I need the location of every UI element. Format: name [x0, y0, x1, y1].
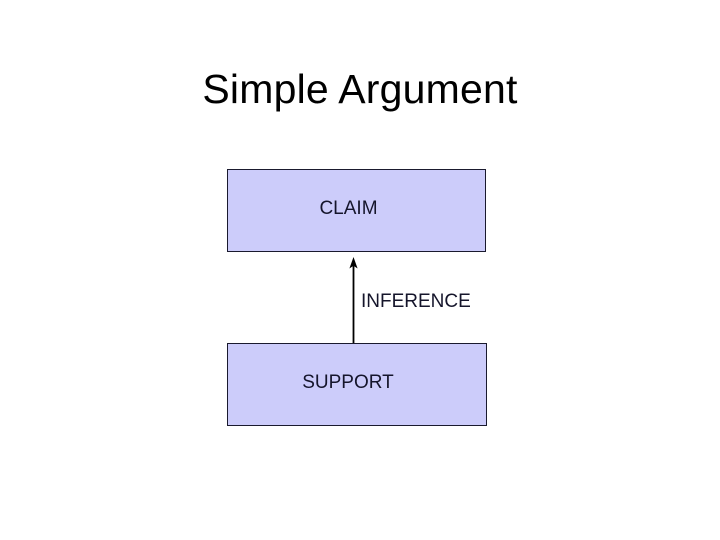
diagram-node-claim — [227, 169, 486, 252]
diagram-node-support — [227, 343, 487, 426]
diagram-node-claim-label: CLAIM — [319, 198, 378, 219]
diagram-edge-inference-label: INFERENCE — [361, 291, 471, 312]
inference-arrow-icon — [349, 257, 358, 345]
diagram-node-support-label: SUPPORT — [302, 372, 394, 393]
page-title: Simple Argument — [202, 66, 518, 112]
